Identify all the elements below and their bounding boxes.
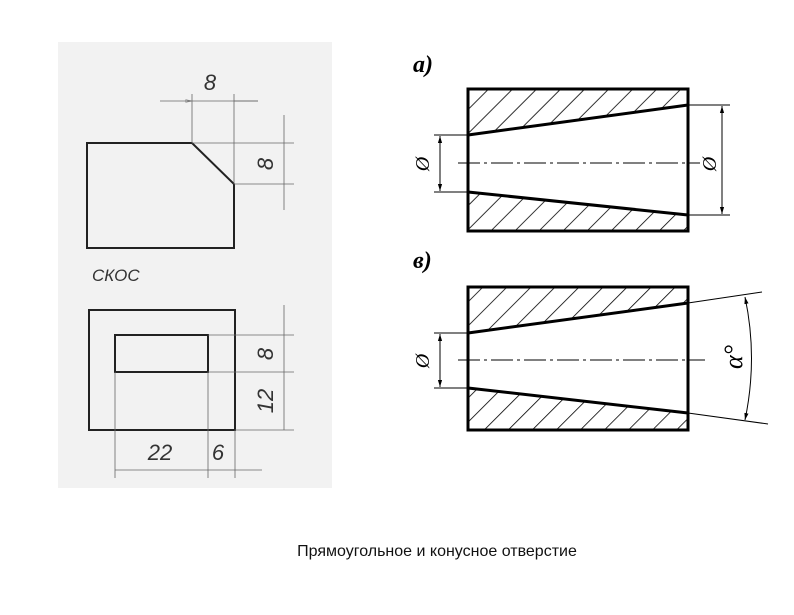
- dim-slot-height: 8: [253, 347, 278, 360]
- slot-outer-outline: [88, 309, 236, 431]
- chamfer-outline: [86, 142, 235, 249]
- cone-view-a: а) Ø Ø: [412, 52, 730, 233]
- slot-view: 8 12 22 6: [88, 305, 294, 478]
- figure-caption: Прямоугольное и конусное отверстие: [297, 543, 577, 560]
- cone-view-b: в) Ø α°: [412, 248, 769, 432]
- slot-inner-outline: [114, 334, 209, 373]
- view-b-label: в): [413, 248, 432, 274]
- part-outline: [466, 285, 690, 432]
- part-outline: [466, 87, 690, 233]
- diameter-left-label: Ø: [412, 155, 434, 172]
- diameter-left-label: Ø: [412, 352, 434, 369]
- dim-chamfer-vertical: 8: [253, 157, 278, 170]
- chamfer-label: СКОС: [92, 266, 140, 285]
- dim-bottom-offset: 12: [253, 389, 278, 413]
- dim-slot-width: 22: [147, 440, 172, 465]
- chamfer-view: 8 8 СКОС: [86, 70, 294, 285]
- dim-chamfer-horizontal: 8: [204, 70, 217, 95]
- dim-right-offset: 6: [212, 440, 225, 465]
- view-a-label: а): [413, 52, 433, 78]
- diameter-right-label: Ø: [699, 155, 721, 172]
- left-panel: 8 8 СКОС 8 12 22 6: [58, 42, 332, 488]
- angle-label: α°: [719, 345, 748, 369]
